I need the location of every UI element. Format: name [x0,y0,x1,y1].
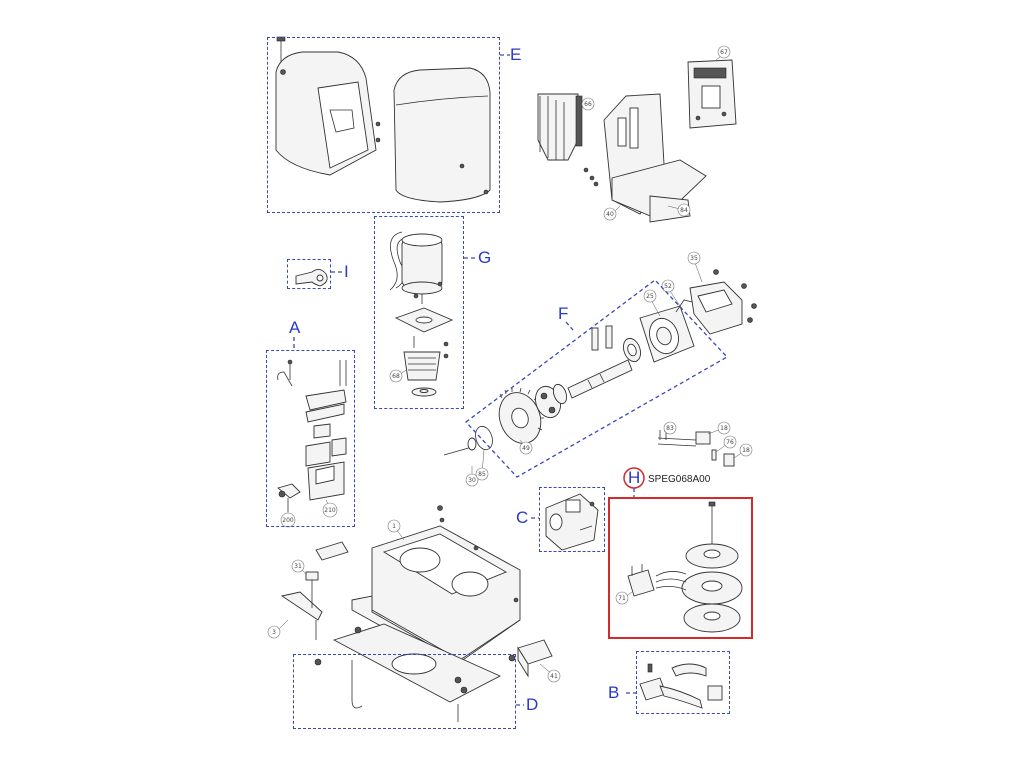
callout-83: 83 [663,421,677,435]
group-e-box [267,37,500,213]
svg-text:30: 30 [468,477,476,484]
svg-text:85: 85 [478,471,486,478]
group-h-box [608,497,753,639]
svg-text:76: 76 [726,439,734,446]
release-mechanism [277,359,347,512]
callout-71: 71 [615,591,629,605]
callout-210: 210 [322,502,338,518]
svg-text:41: 41 [550,673,558,680]
group-b-box [636,651,730,714]
group-label-c: C [516,508,529,527]
svg-text:67: 67 [720,49,728,56]
svg-text:68: 68 [392,373,400,380]
group-a-box [266,350,355,527]
cover-front [275,36,381,176]
group-label-g: G [478,248,492,267]
group-label-d: D [526,695,539,714]
callout-84: 84 [677,203,691,217]
group-label-f: F [558,304,569,323]
callout-67: 67 [717,45,731,59]
callout-25: 25 [643,289,657,303]
limit-switch-module [545,493,599,551]
svg-text:3: 3 [272,629,276,636]
group-label-a: A [289,318,301,337]
svg-text:52: 52 [664,283,672,290]
manual-release-lever [280,541,349,640]
group-label-e: E [510,45,522,64]
callout-18-upper: 18 [717,421,731,435]
callout-49: 49 [519,441,533,455]
cover-rear [393,67,491,203]
callout-200: 200 [280,512,296,528]
control-bracket [537,93,707,223]
svg-text:31: 31 [294,563,302,570]
callout-76: 76 [723,435,737,449]
callout-1: 1 [387,519,401,533]
svg-text:1: 1 [392,523,396,530]
callout-52: 52 [661,279,675,293]
drive-assembly [443,269,757,456]
callout-85: 85 [475,467,489,481]
group-label-b: B [608,683,620,702]
group-h-part-code: SPEG068A00 [648,474,711,485]
callout-66: 66 [581,97,595,111]
callout-35: 35 [687,251,701,265]
svg-text:40: 40 [606,211,614,218]
svg-text:18: 18 [742,447,750,454]
group-c-box [539,487,605,552]
callout-3: 3 [267,625,281,639]
base-plate [314,623,516,722]
svg-text:49: 49 [522,445,530,452]
callout-41: 41 [547,669,561,683]
group-i-box [287,259,331,289]
release-key [295,269,328,287]
coil-assembly [627,501,743,633]
svg-text:71: 71 [618,595,626,602]
motor [389,231,454,397]
svg-text:83: 83 [666,425,674,432]
svg-text:200: 200 [282,517,294,524]
group-d-box [293,654,516,729]
svg-text:84: 84 [680,207,688,214]
group-label-i: I [344,262,349,281]
callout-18-lower: 18 [739,443,753,457]
bracket-set [639,663,723,709]
limit-switch-parts [657,430,735,467]
group-label-h: H [628,468,641,487]
group-g-box [374,216,464,409]
svg-text:66: 66 [584,101,592,108]
callout-68: 68 [389,369,403,383]
svg-text:210: 210 [324,507,336,514]
callout-40: 40 [603,207,617,221]
svg-text:35: 35 [690,255,698,262]
callout-31: 31 [291,559,305,573]
svg-text:25: 25 [646,293,654,300]
svg-text:18: 18 [720,425,728,432]
control-board [687,59,737,129]
end-cover [517,639,553,678]
